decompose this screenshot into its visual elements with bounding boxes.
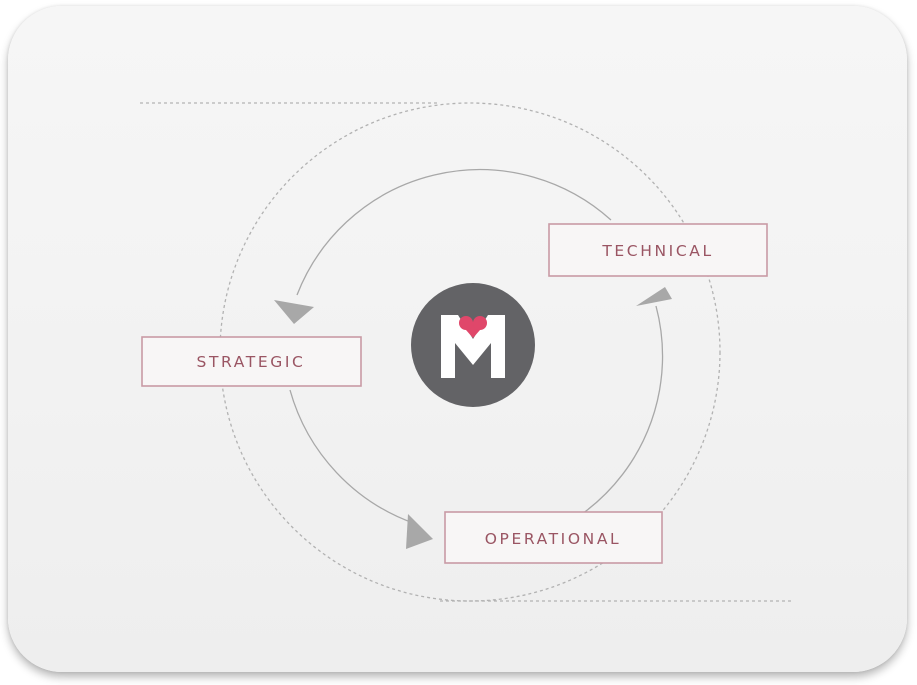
label-technical: TECHNICAL (548, 223, 768, 277)
logo-letter-m-icon (441, 315, 505, 378)
label-operational: OPERATIONAL (444, 511, 663, 564)
arrowhead-strategic (274, 300, 314, 324)
label-operational-text: OPERATIONAL (485, 530, 622, 548)
label-technical-text: TECHNICAL (601, 242, 713, 260)
arrowhead-technical (636, 287, 672, 306)
cycle-diagram: TECHNICAL STRATEGIC OPERATIONAL (140, 102, 794, 602)
arrowhead-operational (406, 514, 433, 549)
dashed-outer-circle (219, 102, 721, 602)
arc-operational-to-technical (581, 305, 664, 515)
logo (411, 283, 535, 407)
label-strategic: STRATEGIC (141, 336, 362, 387)
arc-technical-to-strategic (296, 169, 612, 296)
diagram-card: TECHNICAL STRATEGIC OPERATIONAL (8, 6, 907, 672)
label-strategic-text: STRATEGIC (197, 353, 306, 371)
arc-strategic-to-operational (289, 389, 417, 525)
